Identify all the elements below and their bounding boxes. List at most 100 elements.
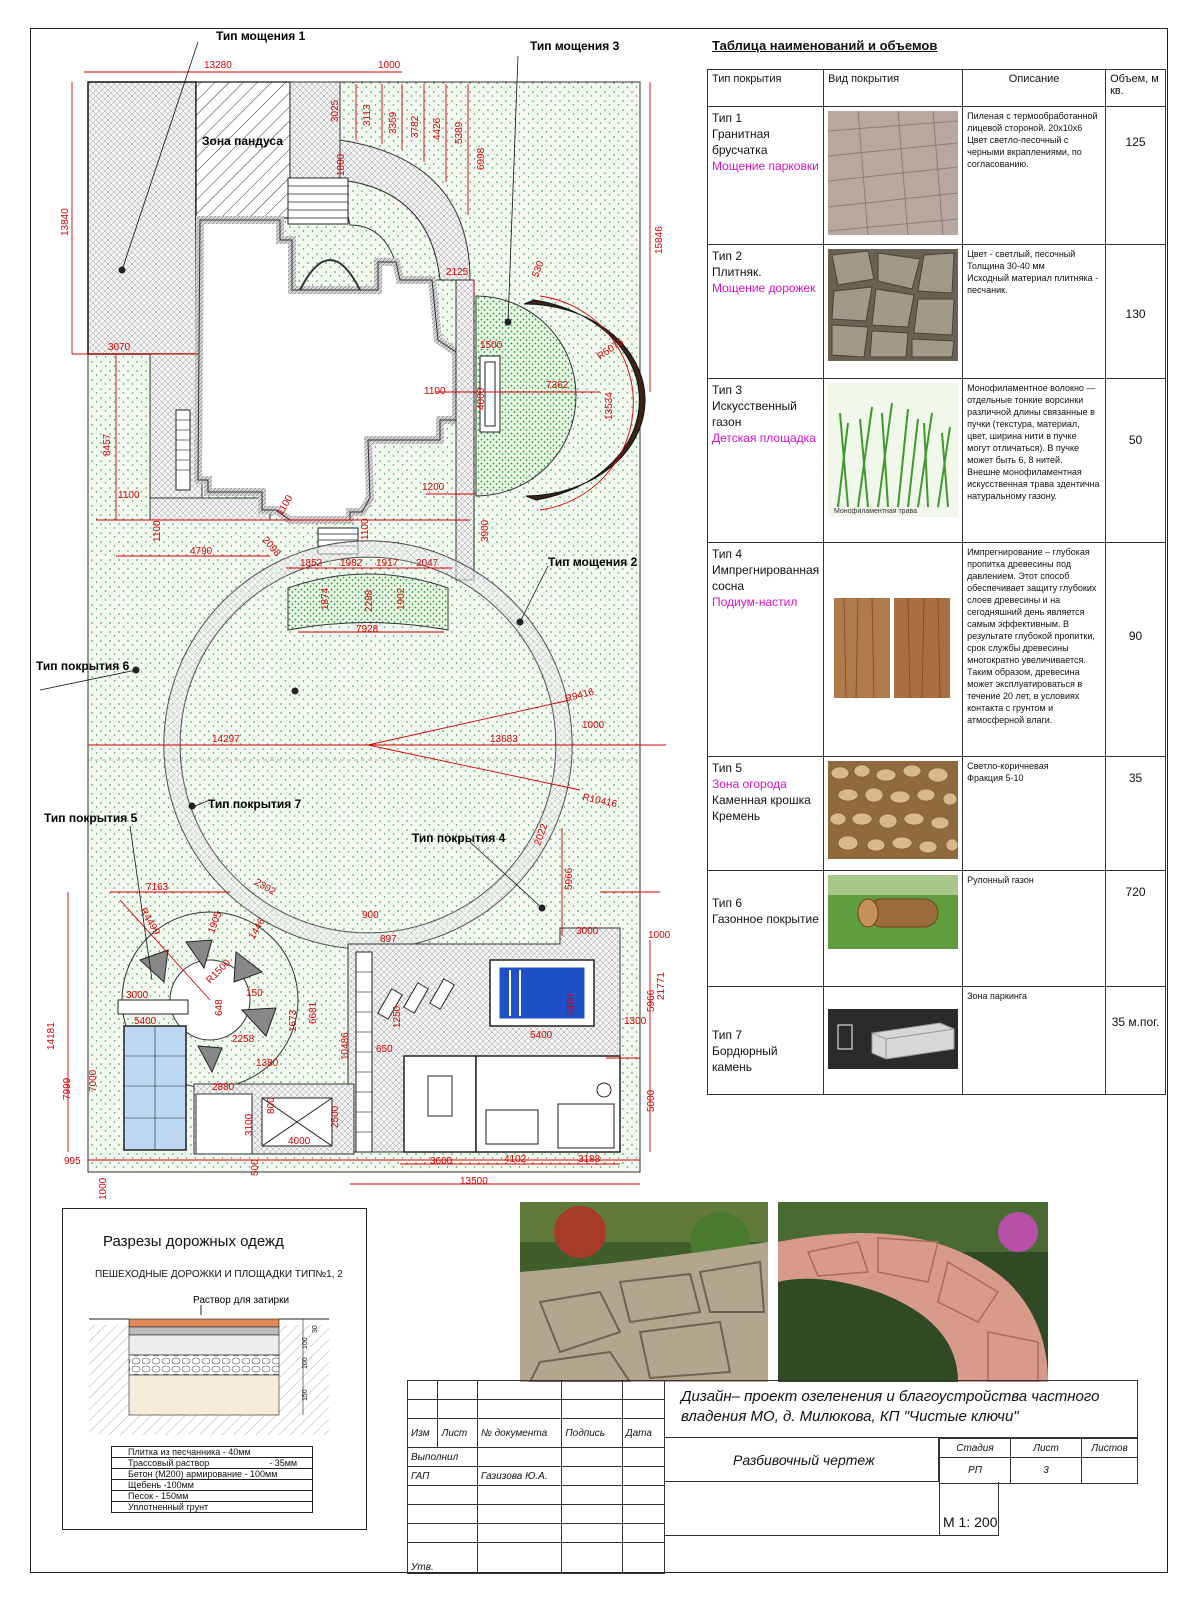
dim: 1874 [320,587,331,610]
dim: 1852 [300,558,323,569]
podium-deck [523,299,646,501]
section-title: Разрезы дорожных одежд [103,1233,284,1250]
col-header: Тип покрытия [706,69,825,107]
sheet-name: Разбивочный чертеж [665,1438,939,1482]
gravel-texture [828,761,959,859]
hdr-sheet: Лист [437,1418,479,1448]
dim: 3900 [480,519,491,542]
dim: 5400 [530,1030,553,1041]
curb-stone-texture [828,1009,959,1069]
dim: 1100 [360,518,371,540]
dim: 2288 [364,589,375,612]
materials-table: Тип покрытия Вид покрытия Описание Объем… [706,69,1166,1095]
playground [475,295,577,497]
granite-pavers-texture [828,110,959,236]
parking-paving [87,81,197,355]
role-approved: Утв. [406,1542,479,1574]
dim: 3359 [388,111,399,134]
dim: 1673 [288,1009,299,1032]
dim: 1100 [424,386,446,397]
dim: 2125 [446,267,469,278]
hdr-document: № документа [477,1418,563,1448]
dim: 1300 [624,1016,647,1027]
dim: 1100 [152,520,163,542]
section-drawing: Раствор для затирки 30 100 100 150 [89,1295,329,1435]
section-detail: Разрезы дорожных одежд ПЕШЕХОДНЫЕ ДОРОЖК… [62,1208,367,1530]
pine-boards-texture [834,597,951,699]
dim: 13500 [460,1176,488,1187]
hdr-change: Изм [406,1418,439,1448]
table-row: Тип 2 Плитняк.Мощение дорожек Цвет - све… [706,244,1166,379]
label-cover-6: Тип покрытия 6 [36,659,130,673]
dim: 1982 [340,558,363,569]
dim: 5389 [454,121,465,144]
dim: 1902 [396,587,407,610]
dim: 1917 [376,558,399,569]
dim: 3000 [126,990,149,1001]
dim: 648 [214,999,225,1016]
dim: 7999 [62,1077,73,1100]
dim: 2400 [566,993,577,1016]
artificial-grass-texture: Монофиламентная трава [828,383,959,517]
scale-label: М 1: 200 [939,1482,999,1536]
label-ramp-zone: Зона пандуса [202,134,283,148]
dim: 1800 [336,153,347,176]
col-header: Вид покрытия [823,69,964,107]
dim: 13840 [60,208,71,236]
table-row: Тип 7 Бордюрный камень Зона паркинга 35 … [706,986,1166,1095]
stage-header: Стадия [939,1438,1011,1458]
grass-caption: Монофиламентная трава [834,508,917,515]
dim: 5000 [646,1089,657,1112]
dim: 4600 [476,387,487,410]
dim: 1100 [118,490,140,501]
col-header: Описание [962,69,1107,107]
site-plan: Тип мощения 1 Тип мощения 3 Зона пандуса… [36,29,671,1200]
sheet-header: Лист [1010,1438,1082,1458]
dim: 500 [250,1159,261,1176]
dim: 8457 [102,433,113,456]
layer-dim: 150 [302,1389,309,1401]
dim: 21771 [656,972,667,1000]
role-chief: ГАП [406,1466,479,1486]
dim: 4790 [190,546,213,557]
dim: 7163 [146,882,169,893]
dim: 13280 [204,60,232,71]
dim: 4426 [432,117,443,140]
dim: 3100 [244,1113,255,1136]
dim: 5966 [646,989,657,1012]
dim: 3113 [362,104,373,126]
label-paving-2: Тип мощения 2 [548,555,638,569]
stage-table: Стадия Лист Листов РП 3 [939,1438,1138,1484]
dim: 800 [266,1097,277,1114]
dim: 13683 [490,734,518,745]
dim: 7000 [88,1069,99,1092]
dim: 995 [64,1156,81,1167]
dim: 3198 [578,1154,601,1165]
dim: 3600 [430,1156,453,1167]
dim: 7362 [546,380,569,391]
revision-table: Изм Лист № документа Подпись Дата Выполн… [406,1380,666,1574]
turf-roll-texture [828,875,959,949]
label-cover-7: Тип покрытия 7 [208,797,302,811]
section-subtitle: ПЕШЕХОДНЫЕ ДОРОЖКИ И ПЛОЩАДКИ ТИП№1, 2 [95,1269,343,1280]
layer-dim: 30 [312,1325,319,1333]
dim: 2880 [212,1082,235,1093]
dim: 5966 [564,867,575,890]
project-title: Дизайн– проект озеленения и благоустройс… [665,1380,1138,1438]
flagstone-texture [828,249,959,361]
dim: 150 [246,988,263,999]
grout-label: Раствор для затирки [193,1295,289,1306]
label-cover-5: Тип покрытия 5 [44,811,138,825]
dim: 4000 [288,1136,311,1147]
author-name: Газизова Ю.А. [477,1466,563,1486]
dim: 5400 [134,1016,157,1027]
dim: 6998 [476,147,487,170]
dim: 3070 [108,342,131,353]
dim: 3000 [576,926,599,937]
ramp-zone [195,81,291,219]
dim: 1000 [648,930,671,941]
label-paving-3: Тип мощения 3 [530,39,620,53]
